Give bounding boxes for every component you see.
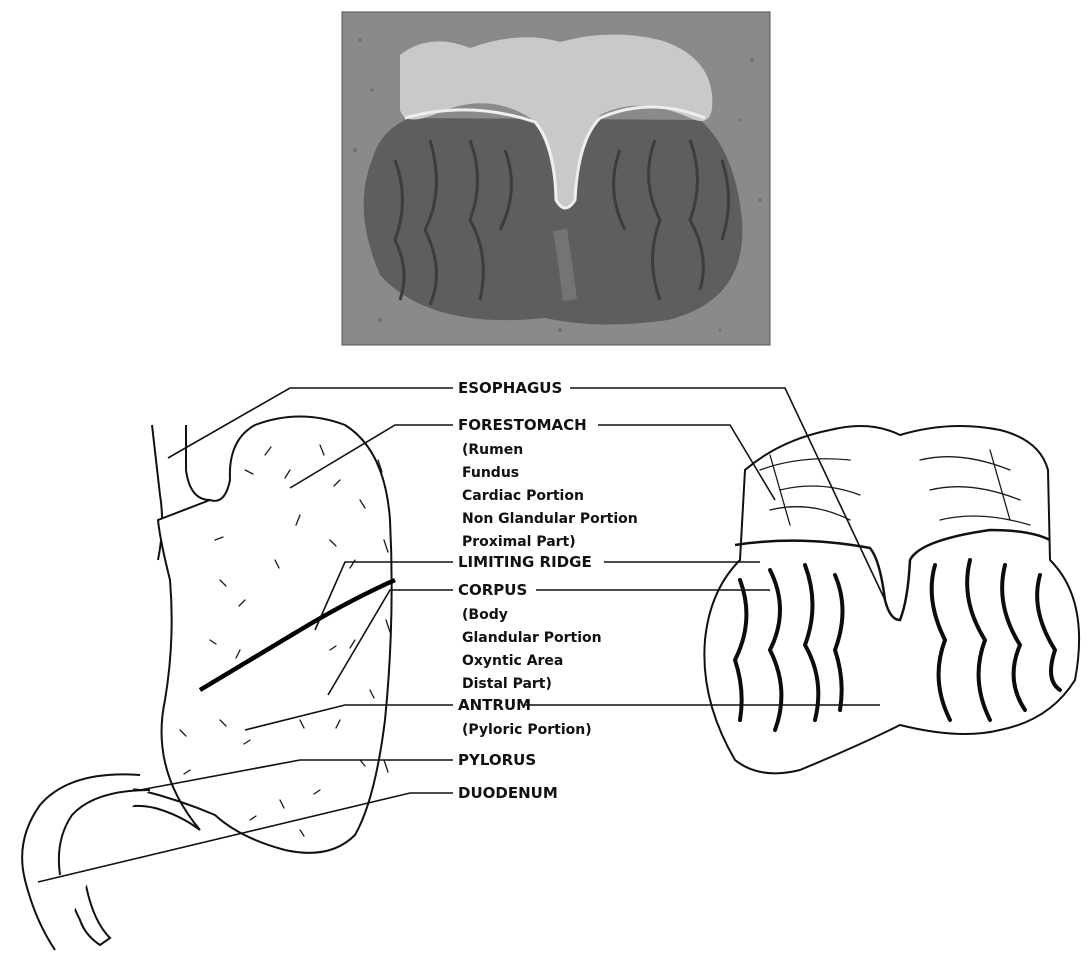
label-limiting-ridge: LIMITING RIDGE	[458, 553, 592, 571]
label-esophagus: ESOPHAGUS	[458, 379, 562, 397]
forestomach-detail: Cardiac Portion	[462, 488, 584, 504]
label-forestomach: FORESTOMACH	[458, 416, 587, 434]
stomach-line-drawing	[22, 417, 395, 951]
label-duodenum: DUODENUM	[458, 784, 558, 802]
corpus-detail: (Body	[462, 607, 508, 623]
label-antrum: ANTRUM	[458, 696, 531, 714]
forestomach-detail: Fundus	[462, 465, 519, 481]
corpus-detail: Distal Part)	[462, 676, 552, 692]
label-corpus: CORPUS	[458, 581, 527, 599]
forestomach-detail: Non Glandular Portion	[462, 511, 638, 527]
forestomach-detail: (Rumen	[462, 442, 523, 458]
stomach-photograph	[342, 12, 770, 345]
opened-stomach-drawing	[704, 426, 1079, 773]
antrum-detail: (Pyloric Portion)	[462, 722, 592, 738]
label-pylorus: PYLORUS	[458, 751, 536, 769]
corpus-detail: Oxyntic Area	[462, 653, 563, 669]
corpus-detail: Glandular Portion	[462, 630, 602, 646]
forestomach-detail: Proximal Part)	[462, 534, 576, 550]
